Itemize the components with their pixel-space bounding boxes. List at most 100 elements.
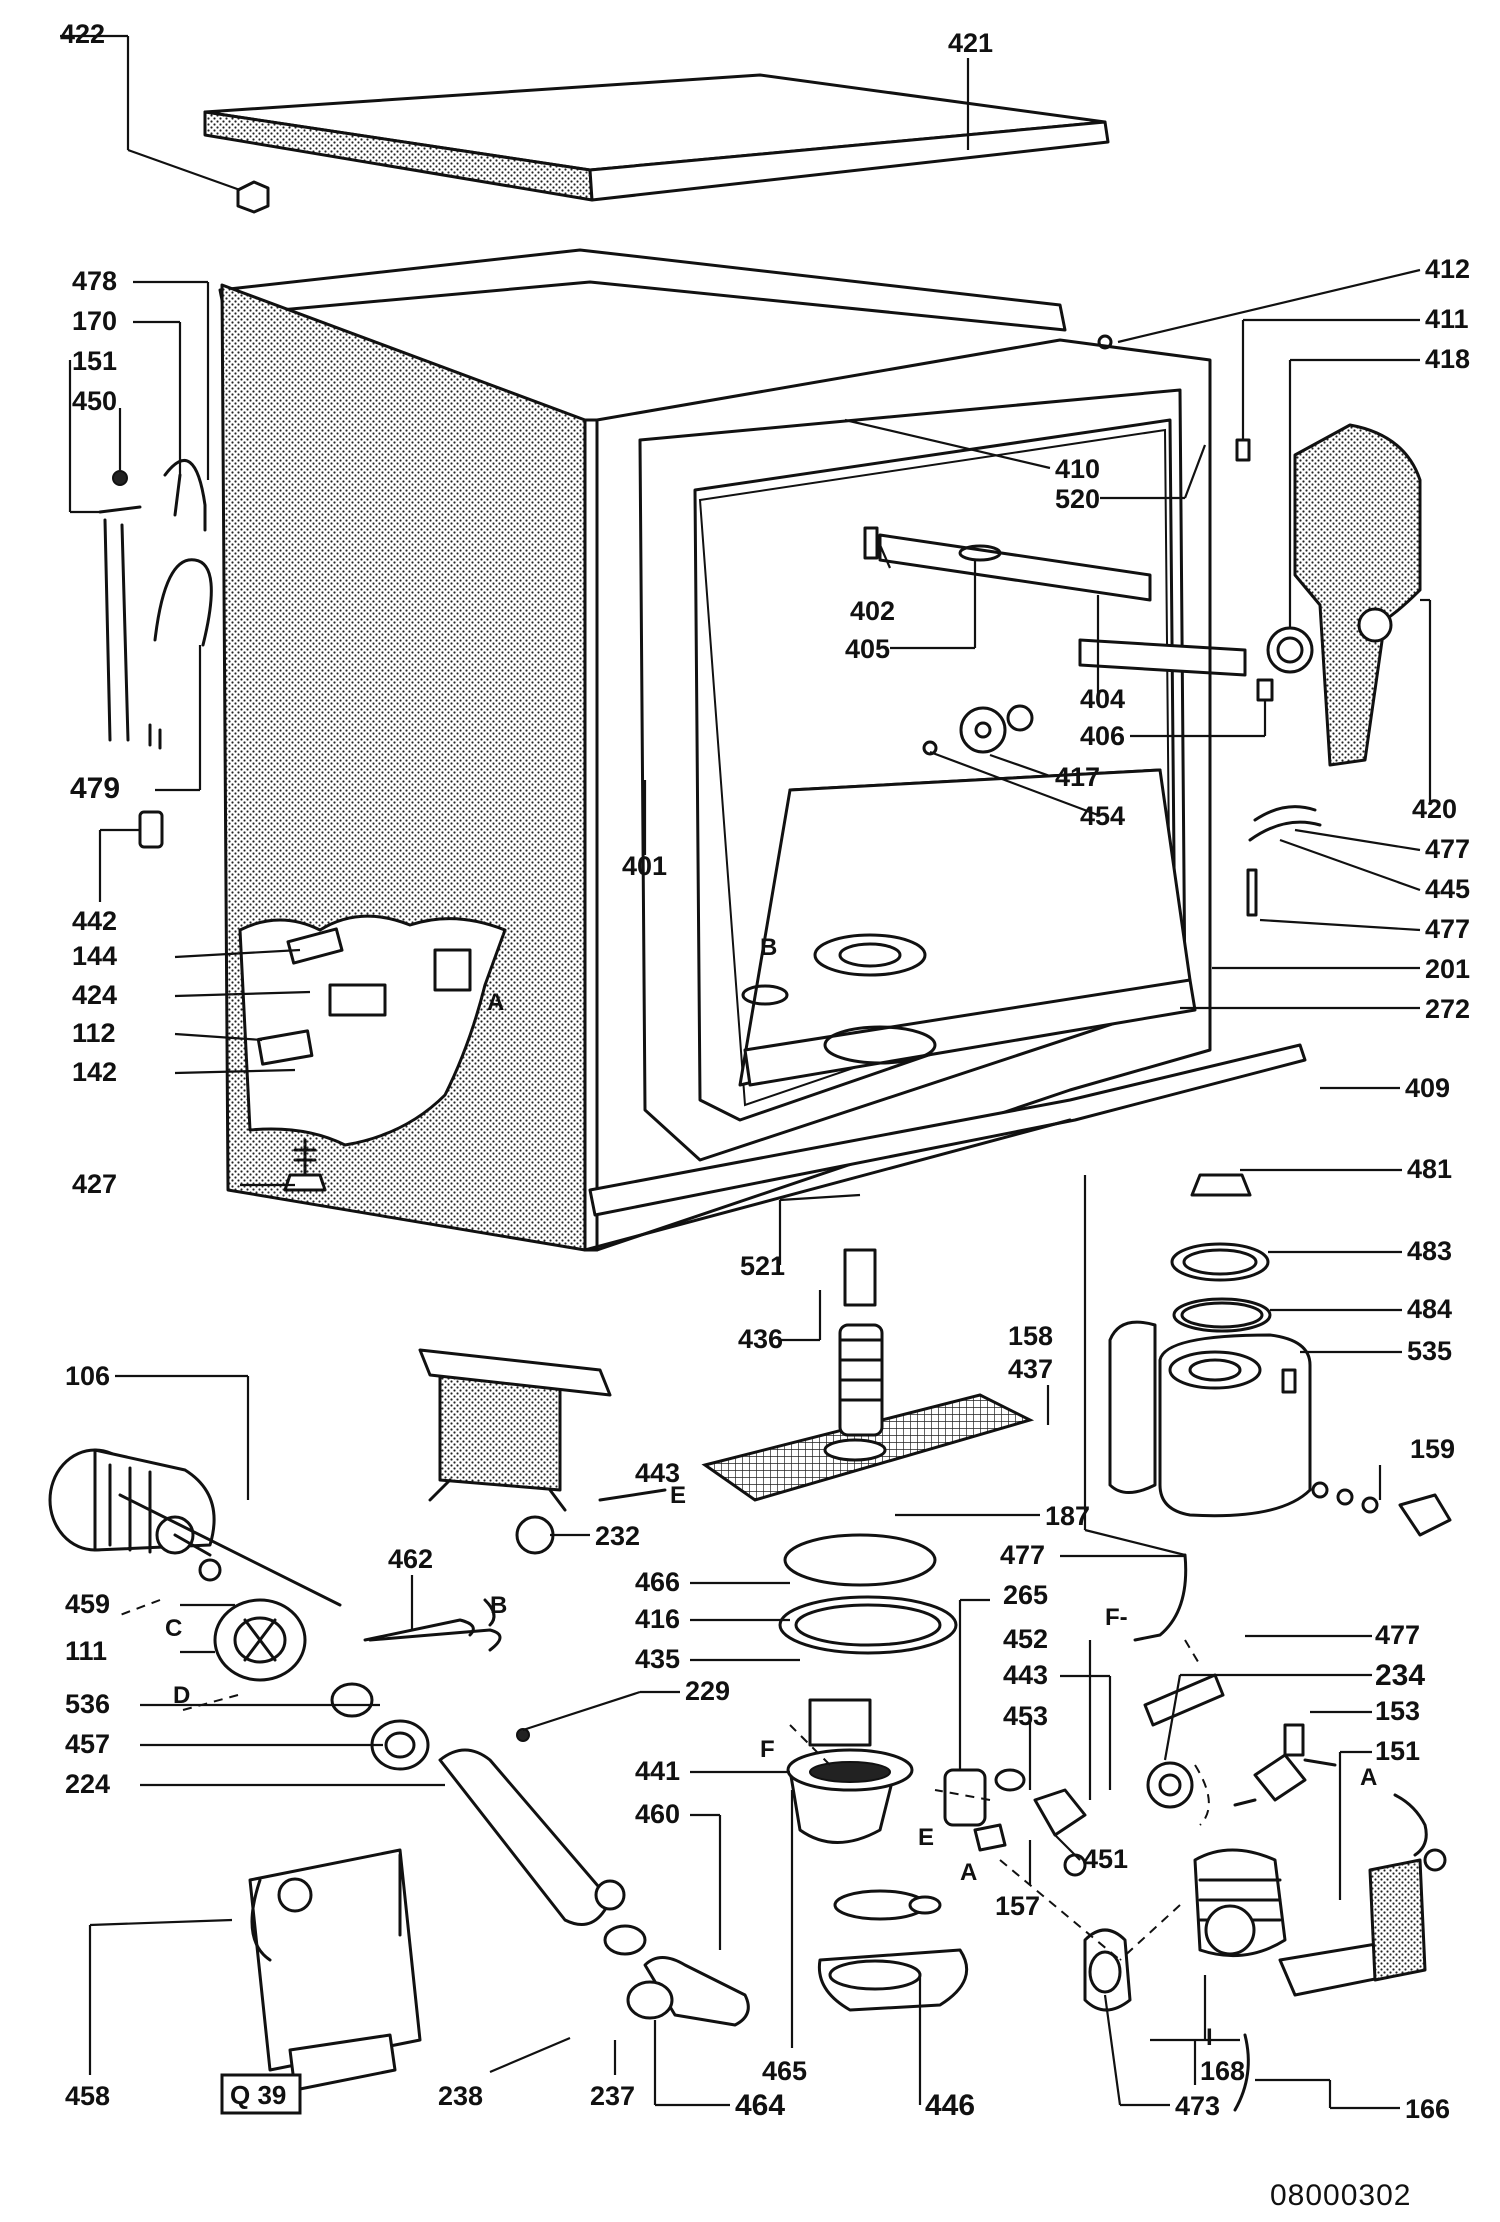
label-238: 238 (438, 2081, 483, 2111)
wash-pump-motor (48, 1448, 342, 1607)
flow-paths (119, 1598, 1201, 1961)
label-406: 406 (1080, 721, 1125, 751)
label-142: 142 (72, 1057, 117, 1087)
label-224: 224 (65, 1769, 110, 1799)
heater-tube (438, 1728, 750, 2027)
filter-plate (701, 1393, 1035, 1502)
label-412: 412 (1425, 254, 1470, 284)
mounting-bracket (418, 1348, 667, 1555)
label-418: 418 (1425, 344, 1470, 374)
label-232: 232 (595, 1521, 640, 1551)
label-151-b: 151 (1375, 1736, 1420, 1766)
label-153: 153 (1375, 1696, 1420, 1726)
label-168: 168 (1200, 2056, 1245, 2086)
label-465: 465 (762, 2056, 807, 2086)
label-424: 424 (72, 980, 117, 1010)
label-402: 402 (850, 596, 895, 626)
label-420: 420 (1412, 794, 1457, 824)
label-457: 457 (65, 1729, 110, 1759)
label-416: 416 (635, 1604, 680, 1634)
label-477-c: 477 (1000, 1540, 1045, 1570)
letter-E-2: E (918, 1824, 934, 1851)
letter-B-1: B (760, 934, 777, 961)
label-201: 201 (1425, 954, 1470, 984)
label-405: 405 (845, 634, 890, 664)
label-484: 484 (1407, 1294, 1452, 1324)
label-458: 458 (65, 2081, 110, 2111)
label-437: 437 (1008, 1354, 1053, 1384)
label-436: 436 (738, 1324, 783, 1354)
label-443-a: 443 (635, 1458, 680, 1488)
cabinet-cutaway (238, 914, 507, 1147)
label-481: 481 (1407, 1154, 1452, 1184)
label-477-d: 477 (1375, 1620, 1420, 1650)
letter-F-1: F (760, 1736, 775, 1763)
label-466: 466 (635, 1567, 680, 1597)
label-401: 401 (622, 851, 667, 881)
label-460: 460 (635, 1799, 680, 1829)
sheet-reference-box: Q 39 (220, 2073, 302, 2115)
letter-I-1: I (1206, 2024, 1213, 2051)
letter-F-2: F- (1105, 1604, 1128, 1631)
filter-cartridge (838, 1248, 884, 1437)
label-421: 421 (948, 28, 993, 58)
label-409: 409 (1405, 1073, 1450, 1103)
label-454: 454 (1080, 801, 1125, 831)
label-521: 521 (740, 1251, 785, 1281)
label-187: 187 (1045, 1501, 1090, 1531)
label-479: 479 (70, 772, 120, 805)
label-446: 446 (925, 2089, 975, 2122)
wiring-and-hoses (98, 459, 213, 849)
label-520: 520 (1055, 484, 1100, 514)
label-435: 435 (635, 1644, 680, 1674)
label-450: 450 (72, 386, 117, 416)
document-number: 08000302 (1270, 2179, 1411, 2212)
drain-pump (1083, 1848, 1427, 2012)
side-panel (1246, 423, 1422, 917)
top-clip (236, 180, 270, 214)
worktop-cover (203, 73, 1110, 202)
label-477-a: 477 (1425, 834, 1470, 864)
label-159: 159 (1410, 1434, 1455, 1464)
leader-lines (60, 34, 1432, 2112)
label-166: 166 (1405, 2094, 1450, 2124)
pump-housing (213, 1598, 475, 1771)
label-453: 453 (1003, 1701, 1048, 1731)
label-478: 478 (72, 266, 117, 296)
label-404: 404 (1080, 684, 1125, 714)
label-452: 452 (1003, 1624, 1048, 1654)
label-451: 451 (1083, 1844, 1128, 1874)
sheet-box-label: Q 39 (230, 2080, 286, 2110)
label-536: 536 (65, 1689, 110, 1719)
label-442: 442 (72, 906, 117, 936)
connector-letters: B A E C B D F F- E A A I (165, 934, 1377, 2051)
label-462: 462 (388, 1544, 433, 1574)
label-144: 144 (72, 941, 117, 971)
label-106: 106 (65, 1361, 110, 1391)
letter-D-1: D (173, 1682, 190, 1709)
spray-arm-rail (863, 526, 1247, 677)
label-459: 459 (65, 1589, 110, 1619)
sump-housing (778, 1533, 969, 2012)
label-411: 411 (1425, 304, 1469, 334)
label-464: 464 (735, 2089, 785, 2122)
label-111: 111 (65, 1636, 107, 1666)
label-441: 441 (635, 1756, 680, 1786)
motor-bracket (248, 1848, 422, 2092)
label-229: 229 (685, 1676, 730, 1706)
label-272: 272 (1425, 994, 1470, 1024)
label-477-b: 477 (1425, 914, 1470, 944)
label-265: 265 (1003, 1580, 1048, 1610)
label-170: 170 (72, 306, 117, 336)
label-112: 112 (72, 1018, 116, 1048)
label-427: 427 (72, 1169, 117, 1199)
level-sensor (1143, 1673, 1225, 1826)
letter-A-3: A (1360, 1764, 1377, 1791)
letter-E-1: E (670, 1482, 686, 1509)
label-237: 237 (590, 2081, 635, 2111)
label-443-b: 443 (1003, 1660, 1048, 1690)
label-234: 234 (1375, 1659, 1425, 1692)
label-483: 483 (1407, 1236, 1452, 1266)
